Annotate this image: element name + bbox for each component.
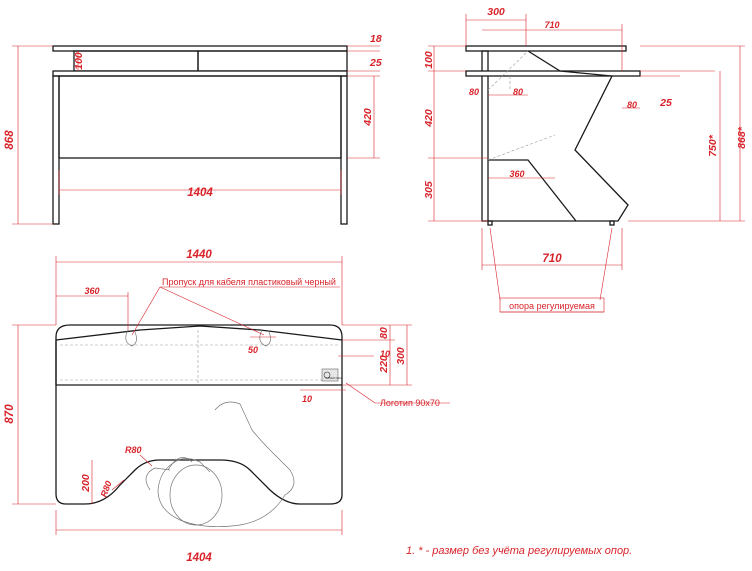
top-dim-logo-y: 10 — [302, 394, 312, 404]
top-logo-label: Логотип 90х70 — [380, 398, 440, 408]
side-dim-total-height: 868* — [736, 126, 748, 149]
cable-port-right — [259, 329, 271, 347]
front-leg-right — [340, 75, 348, 225]
logo-globe-icon — [323, 371, 331, 379]
side-shelf-board — [465, 45, 627, 52]
cable-port-left — [125, 329, 137, 347]
front-view: 868 18 100 25 420 1404 — [4, 33, 382, 225]
top-dim-total-width: 1440 — [186, 249, 212, 261]
side-dim-top-thickness: 25 — [659, 97, 672, 109]
side-dim-panel-height: 420 — [423, 109, 435, 128]
front-dim-panel-height: 420 — [362, 108, 374, 127]
front-shelf-right — [197, 50, 348, 72]
front-shelf-left — [73, 50, 199, 72]
top-dim-cutout-depth: 200 — [80, 474, 92, 493]
front-dim-shelf-height: 100 — [73, 52, 85, 70]
top-dim-shelf-total: 300 — [395, 347, 407, 365]
user-silhouette — [145, 401, 295, 527]
side-dim-shelf-depth: 300 — [487, 6, 505, 18]
side-foot-right — [609, 220, 615, 226]
top-view: GAMER DESK — [4, 249, 450, 564]
top-cable-label: Пропуск для кабеля пластиковый черный — [162, 277, 336, 287]
side-z-leg — [488, 50, 629, 222]
footnote: 1. * - размер без учёта регулируемых опо… — [406, 545, 632, 557]
top-dim-cable-offset: 360 — [84, 286, 99, 296]
front-dim-inner-width: 1404 — [187, 187, 213, 199]
side-view: 300 710 100 80 80 80 25 420 360 305 750*… — [423, 6, 748, 313]
side-dim-feet-span: 710 — [542, 253, 562, 265]
top-dim-shelf-gap: 220 — [378, 355, 390, 374]
top-dim-logo-x: 10 — [380, 349, 390, 359]
front-dim-total-height: 868 — [4, 130, 16, 150]
front-dim-shelf-thickness: 25 — [369, 57, 382, 69]
front-leg-left — [52, 75, 60, 225]
top-dim-shelf-depth: 80 — [378, 327, 390, 339]
side-feet-label: опора регулируемая — [509, 301, 595, 311]
side-dim-leg-a: 80 — [469, 87, 479, 97]
side-table-top — [465, 70, 641, 77]
top-dim-cable-diam: 50 — [248, 345, 258, 355]
front-top-board — [52, 45, 348, 52]
side-foot-left — [487, 220, 493, 226]
side-dim-leg-c: 80 — [627, 100, 637, 110]
top-dim-total-depth: 870 — [4, 404, 16, 424]
front-modesty-panel — [58, 75, 342, 159]
front-dim-top-thickness: 18 — [370, 33, 382, 45]
top-dim-radius-a: R80 — [125, 445, 142, 455]
side-dim-height-no-feet: 750* — [707, 134, 719, 157]
side-dim-top-depth: 710 — [544, 20, 559, 30]
side-dim-shelf-height: 100 — [423, 51, 435, 69]
side-dim-notch: 360 — [509, 169, 524, 179]
side-dim-bottom-height: 305 — [423, 181, 435, 199]
logo-mark: GAMER DESK — [325, 376, 343, 380]
top-desk-outline — [55, 324, 343, 505]
front-table-top — [52, 70, 348, 77]
side-dim-leg-b: 80 — [513, 87, 523, 97]
top-dim-inner-width: 1404 — [186, 552, 212, 564]
